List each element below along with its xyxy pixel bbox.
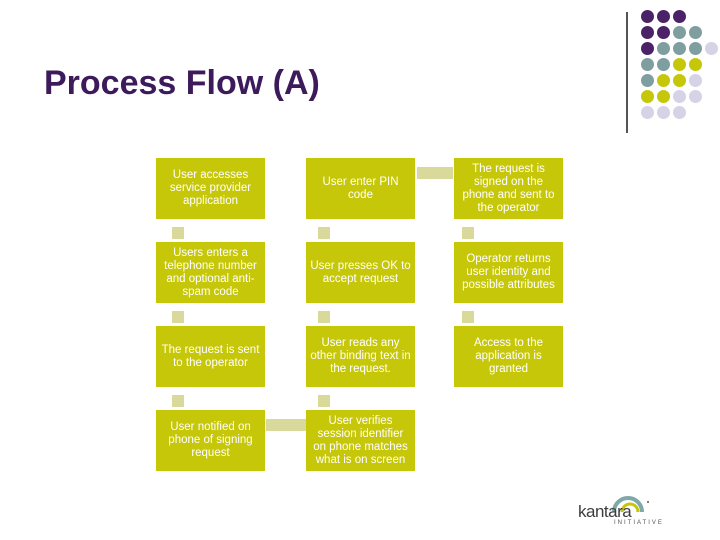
flow-step-box: User reads any other binding text in the… bbox=[306, 326, 415, 387]
flow-connector bbox=[417, 167, 453, 179]
decor-dot bbox=[689, 90, 702, 103]
decor-dot bbox=[641, 90, 654, 103]
decor-dot bbox=[689, 26, 702, 39]
flow-step-box: User enter PIN code bbox=[306, 158, 415, 219]
divider-line bbox=[626, 12, 628, 133]
decor-dot bbox=[641, 42, 654, 55]
decor-dot bbox=[673, 42, 686, 55]
flow-step-box: The request is signed on the phone and s… bbox=[454, 158, 563, 219]
flow-step-box: User presses OK to accept request bbox=[306, 242, 415, 303]
decor-dot bbox=[673, 106, 686, 119]
flow-connector bbox=[172, 395, 184, 407]
decor-dot bbox=[641, 26, 654, 39]
flow-connector bbox=[318, 227, 330, 239]
decor-dot bbox=[657, 10, 670, 23]
decor-dot bbox=[641, 74, 654, 87]
decor-dot bbox=[673, 58, 686, 71]
flow-step-box: User accesses service provider applicati… bbox=[156, 158, 265, 219]
decor-dot bbox=[673, 10, 686, 23]
flow-connector bbox=[462, 311, 474, 323]
decor-dot bbox=[657, 58, 670, 71]
decor-dot bbox=[657, 26, 670, 39]
flow-connector bbox=[318, 395, 330, 407]
decor-dot bbox=[689, 42, 702, 55]
decor-dot bbox=[705, 42, 718, 55]
flow-connector bbox=[172, 227, 184, 239]
flow-step-box: Operator returns user identity and possi… bbox=[454, 242, 563, 303]
decor-dot bbox=[641, 58, 654, 71]
decor-dot bbox=[641, 10, 654, 23]
decor-dot bbox=[641, 106, 654, 119]
flow-connector bbox=[266, 419, 306, 431]
decor-dot bbox=[657, 74, 670, 87]
decor-dot bbox=[673, 74, 686, 87]
decor-dot bbox=[657, 90, 670, 103]
decor-dot bbox=[673, 90, 686, 103]
flow-connector bbox=[462, 227, 474, 239]
kantara-logo: kantara INITIATIVE bbox=[578, 494, 662, 530]
logo-arc-icon bbox=[612, 496, 649, 513]
flow-step-box: Users enters a telephone number and opti… bbox=[156, 242, 265, 303]
flow-step-box: User notified on phone of signing reques… bbox=[156, 410, 265, 471]
decor-dot bbox=[689, 74, 702, 87]
flow-connector bbox=[318, 311, 330, 323]
flow-connector bbox=[172, 311, 184, 323]
decor-dot bbox=[657, 106, 670, 119]
flow-step-box: Access to the application is granted bbox=[454, 326, 563, 387]
decor-dot bbox=[673, 26, 686, 39]
logo-subtitle: INITIATIVE bbox=[614, 520, 664, 526]
decor-dot bbox=[657, 42, 670, 55]
logo-name: kantara bbox=[578, 502, 632, 521]
page-title: Process Flow (A) bbox=[44, 64, 320, 102]
flow-step-box: User verifies session identifier on phon… bbox=[306, 410, 415, 471]
decor-dot bbox=[689, 58, 702, 71]
flow-step-box: The request is sent to the operator bbox=[156, 326, 265, 387]
